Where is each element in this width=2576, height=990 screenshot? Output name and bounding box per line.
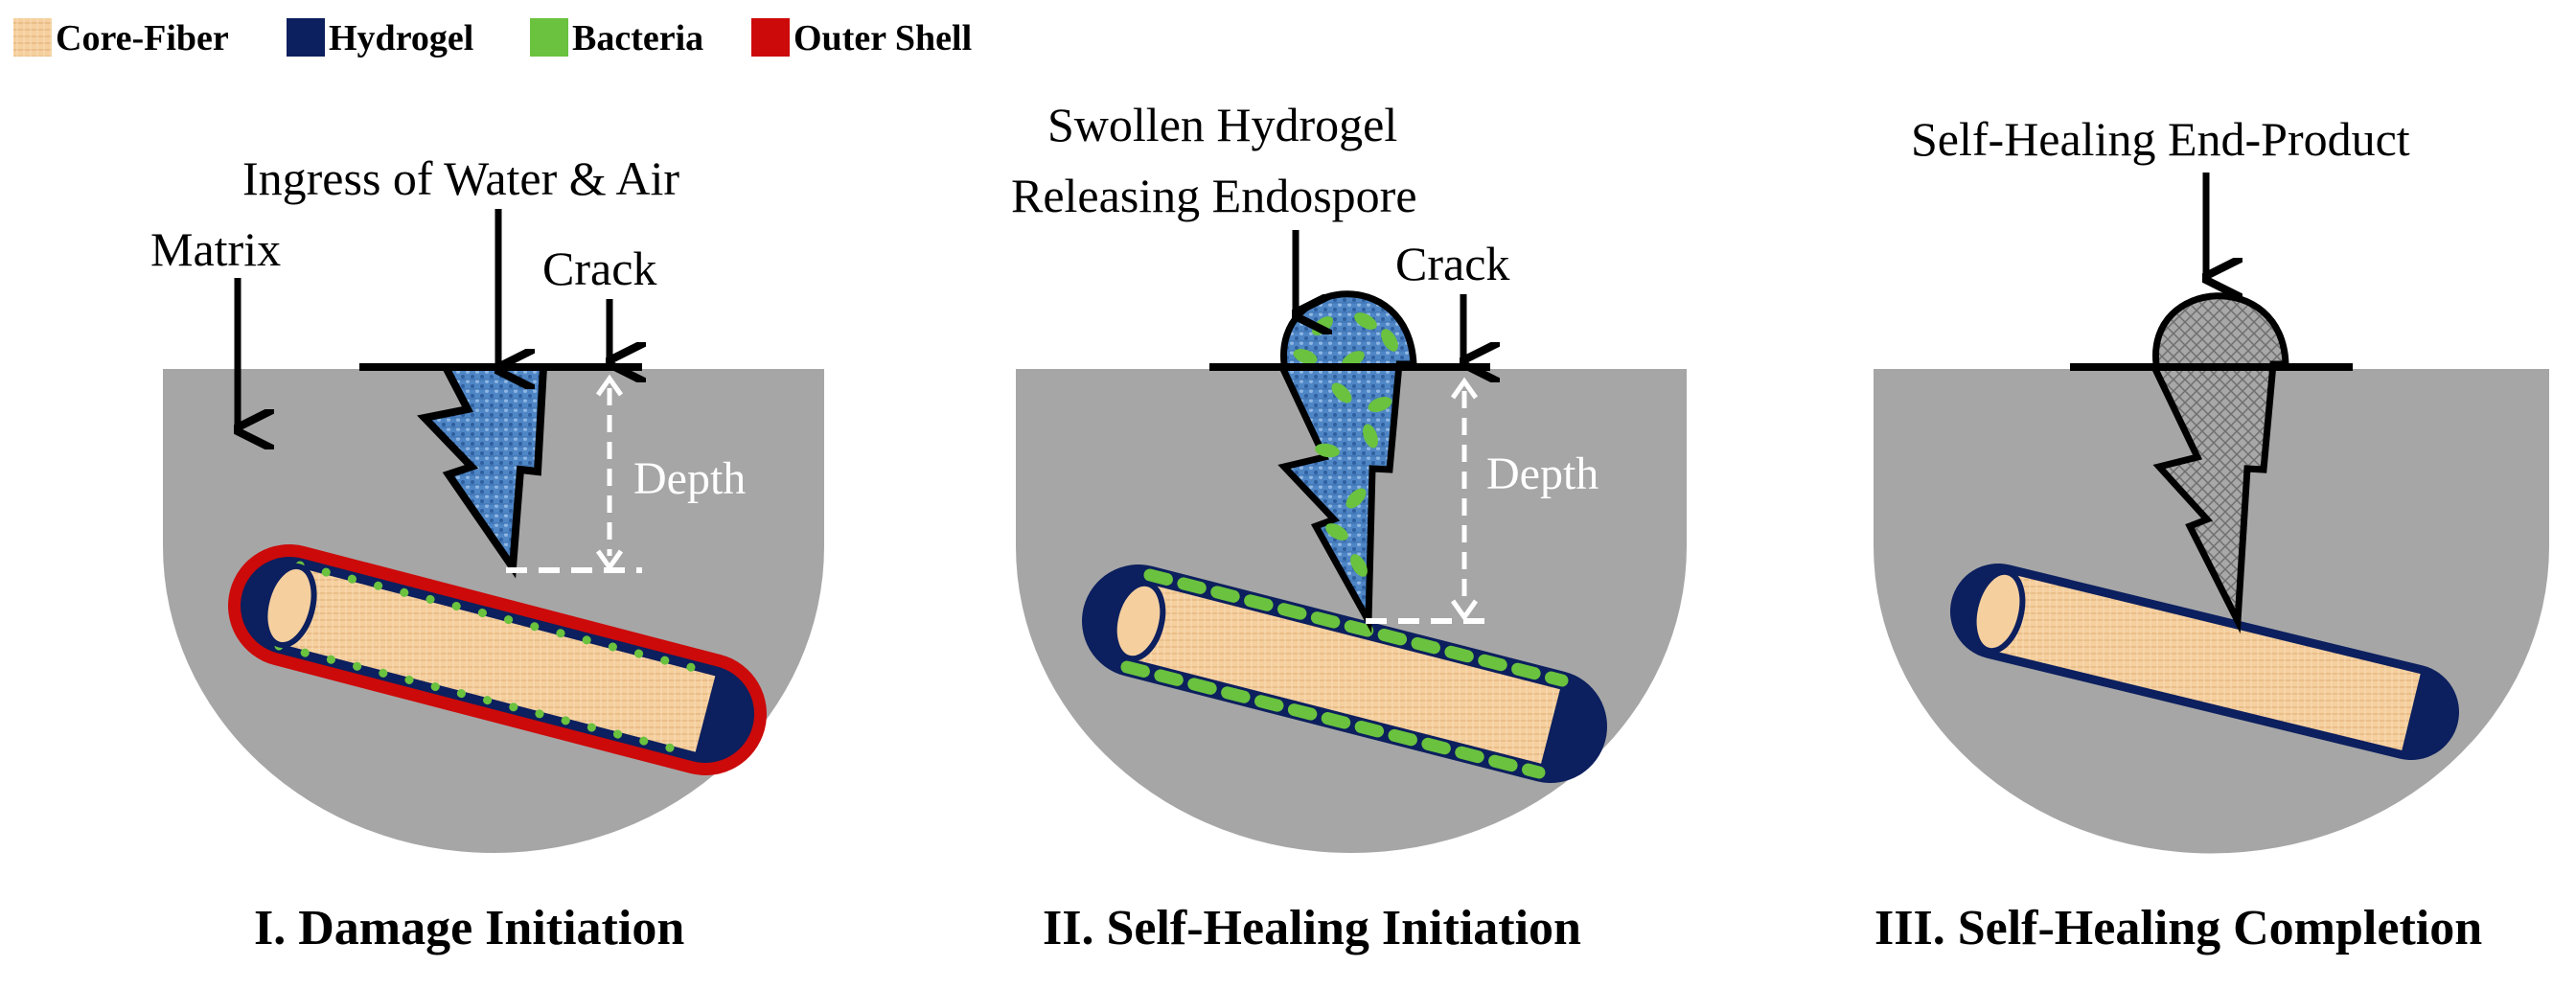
bacteria-row-bottom <box>274 641 700 759</box>
legend-label-bacteria: Bacteria <box>572 18 703 58</box>
depth-label: Depth <box>633 453 746 504</box>
fiber-end-cap <box>262 563 317 649</box>
panel-title-self-healing-completion: III. Self-Healing Completion <box>1874 901 2482 955</box>
legend-label-outer-shell: Outer Shell <box>794 18 972 58</box>
fiber-healed <box>1950 564 2459 760</box>
matrix-label: Matrix <box>150 222 281 276</box>
crack-label: Crack <box>1395 237 1509 290</box>
panel-self-healing-completion: Self-Healing End-Product III. Self-Heali… <box>1874 112 2549 955</box>
crack-water-filled <box>417 363 548 579</box>
releasing-endospore-label: Releasing Endospore <box>1011 169 1417 222</box>
legend-swatch-hydrogel <box>287 18 325 57</box>
legend-swatch-outer-shell <box>751 18 790 57</box>
bacteria-row-top <box>1143 568 1569 687</box>
legend-label-hydrogel: Hydrogel <box>329 18 473 58</box>
fiber-with-hydrogel <box>1082 564 1607 783</box>
bacteria-row-top <box>295 561 721 679</box>
panel-title-damage-initiation: I. Damage Initiation <box>254 901 684 955</box>
panel-title-self-healing-initiation: II. Self-Healing Initiation <box>1043 901 1581 955</box>
swollen-hydrogel-label: Swollen Hydrogel <box>1047 98 1397 151</box>
legend-swatch-core-fiber <box>13 18 52 57</box>
legend-swatch-bacteria <box>530 18 568 57</box>
fiber-end-cap <box>1111 580 1166 662</box>
legend-label-core-fiber: Core-Fiber <box>56 18 229 58</box>
endospores <box>1293 312 1398 577</box>
bacteria-row-bottom <box>1120 660 1546 779</box>
ingress-label: Ingress of Water & Air <box>242 151 679 205</box>
fiber-end-cap <box>1970 568 2026 655</box>
crack-healed-product <box>2150 292 2289 634</box>
panel-damage-initiation: Depth Matrix Ingress of Water & Air Crac… <box>150 151 824 955</box>
end-product-label: Self-Healing End-Product <box>1911 112 2410 166</box>
depth-label: Depth <box>1486 449 1598 499</box>
panel-self-healing-initiation: Depth Swollen Hydrogel Releasing Endospo… <box>1011 98 1687 955</box>
legend: Core-Fiber Hydrogel Bacteria Outer Shell <box>13 18 972 58</box>
crack-label: Crack <box>542 242 656 295</box>
fiber-with-shell <box>228 544 767 775</box>
